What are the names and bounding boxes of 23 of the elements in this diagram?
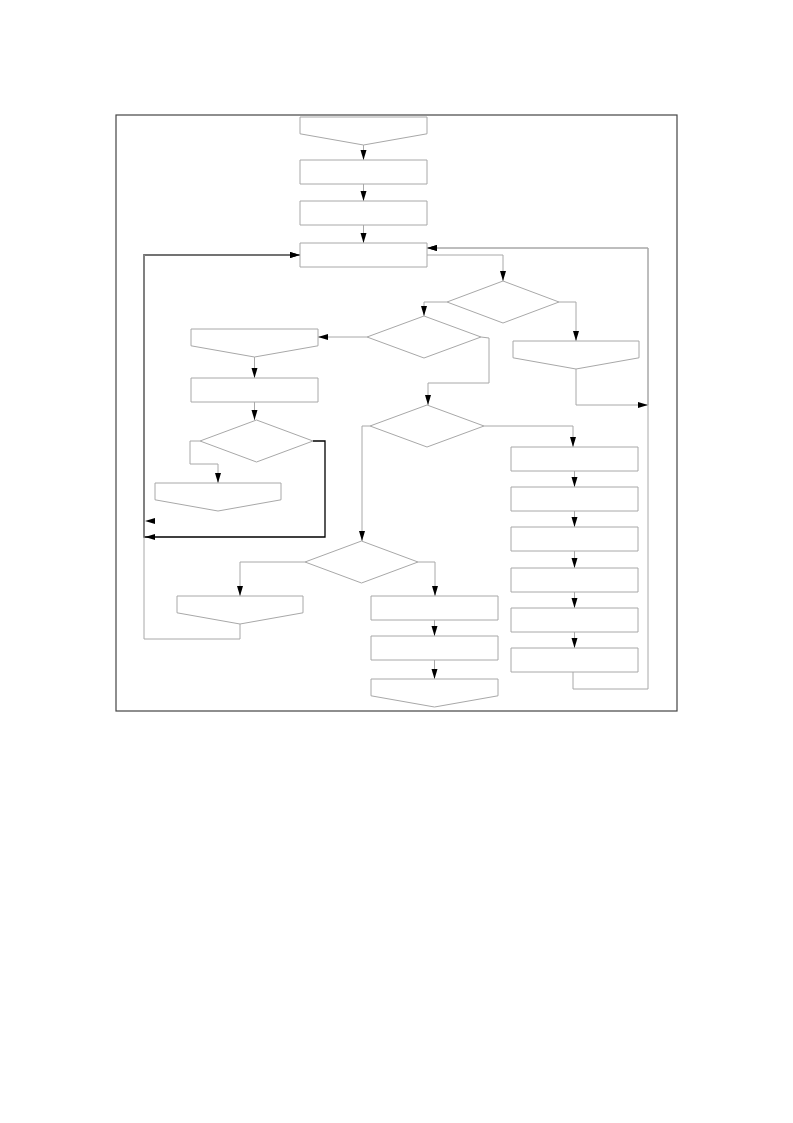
process-box	[511, 608, 638, 632]
process-box	[300, 201, 427, 225]
decision-diamond	[370, 405, 484, 447]
process-box	[511, 568, 638, 592]
process-box	[511, 487, 638, 511]
process-box	[511, 527, 638, 551]
decision-diamond	[367, 316, 481, 358]
off-page-connector	[513, 341, 639, 369]
off-page-connector	[191, 329, 318, 357]
process-box	[371, 636, 498, 660]
process-box	[511, 447, 638, 471]
process-box	[511, 648, 638, 672]
off-page-connector	[177, 596, 303, 624]
process-box	[300, 243, 427, 267]
process-box	[371, 596, 498, 620]
process-box	[300, 160, 427, 184]
decision-diamond	[305, 541, 418, 583]
off-page-connector	[371, 679, 498, 707]
decision-diamond	[447, 281, 559, 323]
off-page-connector	[300, 117, 427, 145]
off-page-connector	[155, 483, 281, 511]
process-box	[191, 378, 318, 402]
decision-diamond	[200, 420, 313, 462]
